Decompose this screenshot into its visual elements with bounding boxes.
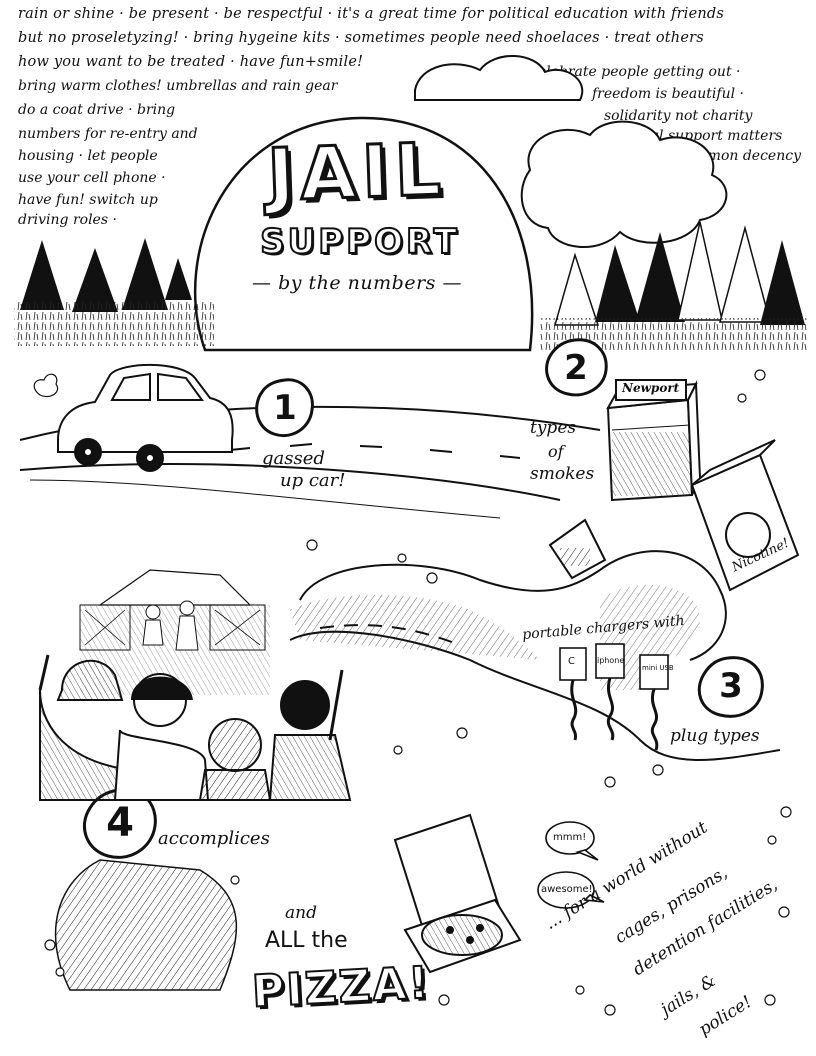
item-3-number: 3 [719, 666, 743, 706]
note-line-3: how you want to be treated · have fun+sm… [18, 54, 364, 70]
pizza-word: PIZZA! [250, 956, 433, 1018]
item-1-label-line-1: gassed [262, 448, 325, 469]
title-subtitle: — by the numbers — [252, 272, 462, 294]
right-note-2: freedom is beautiful · [592, 86, 744, 102]
badge-1-shape [255, 378, 314, 437]
left-note-5: use your cell phone · [18, 170, 166, 186]
left-note-3: numbers for re-entry and [18, 126, 198, 142]
cloud-cluster [414, 55, 728, 248]
charger-label-iphone: iphone [597, 656, 625, 665]
car [33, 363, 234, 472]
flowers [44, 369, 792, 1016]
title-support: SUPPORT [259, 221, 460, 263]
cigarette-pack-nicotine [690, 439, 800, 592]
right-note-3: solidarity not charity [604, 108, 753, 124]
item-3-label-line-2: plug types [670, 726, 760, 746]
badge-2-shape [545, 338, 608, 397]
title-jail: JAIL [264, 125, 449, 218]
left-note-6: have fun! switch up [18, 192, 158, 208]
matchbook [548, 518, 607, 580]
cigarette-pack-newport [606, 379, 702, 502]
right-note-1: celebrate people getting out · [530, 64, 741, 80]
left-trees [20, 238, 192, 312]
left-note-1: bring warm clothes! umbrellas and rain g… [18, 78, 338, 94]
left-note-2: do a coat drive · bring [18, 102, 176, 118]
pizza-box [393, 813, 522, 974]
bubble-awesome: awesome! [541, 884, 593, 895]
note-line-2: but no proseletyzing! · bring hygeine ki… [18, 30, 704, 46]
item-1-number: 1 [273, 388, 297, 428]
item-4-label: accomplices [158, 828, 270, 849]
badge-4-shape [82, 787, 157, 859]
pizza-and: and [285, 903, 317, 923]
newport-label: Newport [622, 381, 680, 395]
item-2-number: 2 [564, 348, 588, 388]
speech-bubbles [537, 821, 605, 909]
winding-road [289, 550, 781, 761]
charger-label-c: C [568, 656, 575, 667]
item-2-label-line-1: types [530, 418, 577, 438]
lower-road [54, 859, 238, 991]
bubble-mmm: mmm! [553, 832, 587, 843]
pizza-all-the: ALL the [265, 928, 348, 953]
title-hill [193, 116, 534, 352]
chargers [559, 643, 669, 751]
badge-3-shape [697, 656, 764, 718]
left-note-4: housing · let people [18, 148, 158, 164]
item-2-label-line-3: smokes [530, 464, 595, 484]
left-note-7: driving roles · [18, 212, 117, 228]
item-2-label-line-2: of [548, 442, 564, 461]
accomplices-group [38, 654, 352, 801]
item-1-label-line-2: up car! [280, 470, 346, 491]
charger-label-mini-usb: mini USB [642, 664, 674, 672]
note-line-1: rain or shine · be present · be respectf… [18, 6, 725, 22]
right-trees [554, 221, 805, 326]
item-4-number: 4 [106, 800, 134, 846]
left-grass [14, 300, 214, 346]
